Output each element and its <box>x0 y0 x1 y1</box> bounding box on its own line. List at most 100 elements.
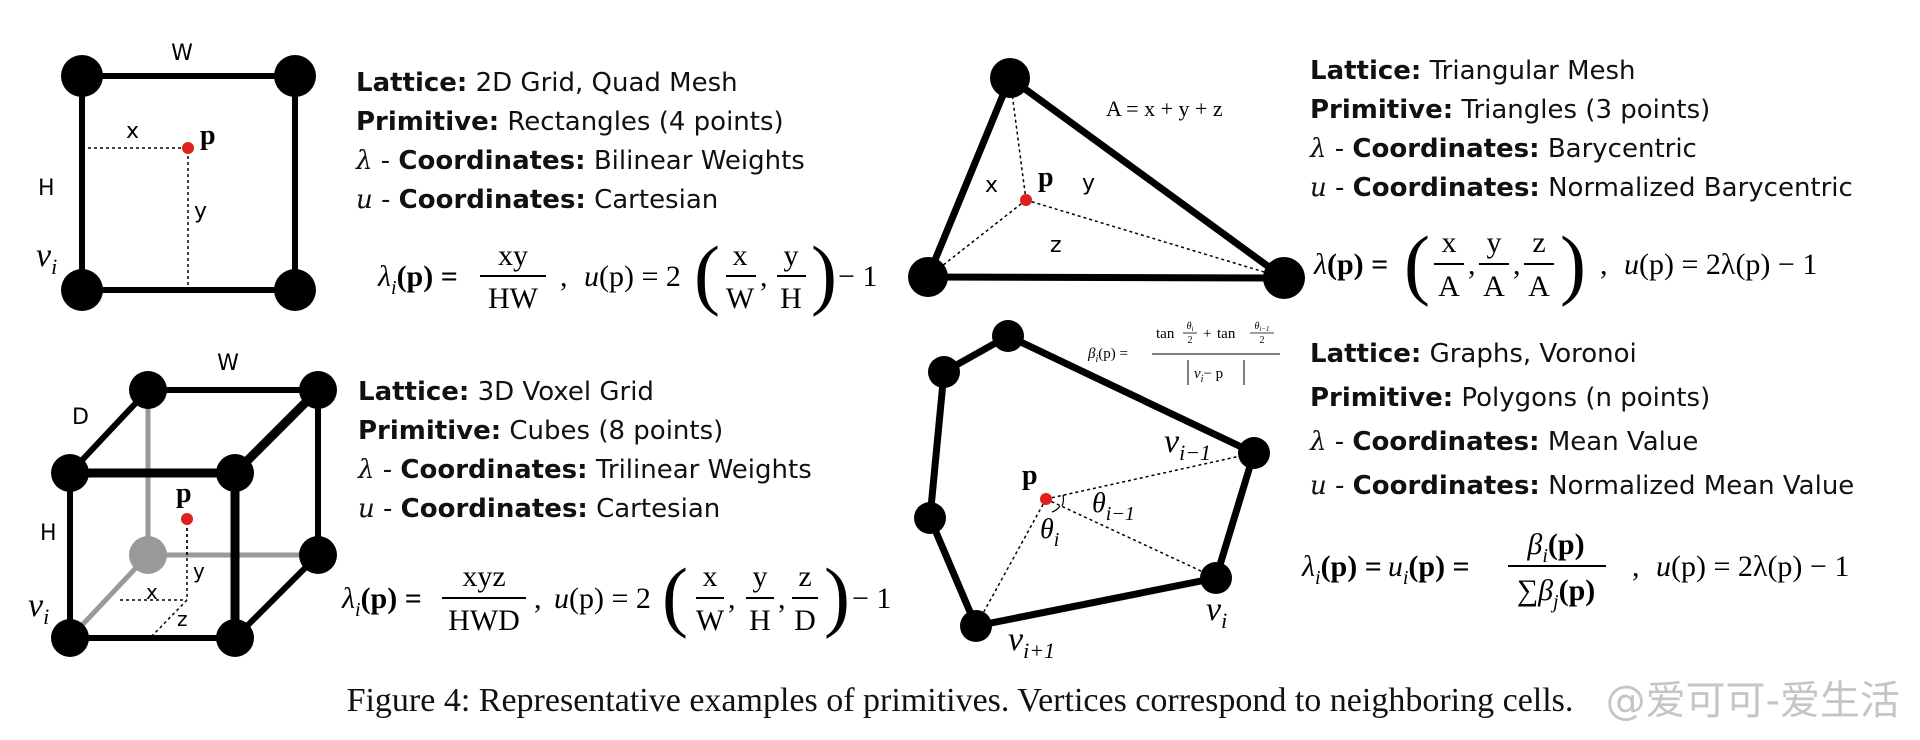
svg-text:,: , <box>778 582 786 615</box>
svg-text:2: 2 <box>1260 335 1265 346</box>
vertex-label: vi <box>36 237 57 279</box>
height-label: H <box>40 521 57 546</box>
lattice-value: Triangular Mesh <box>1429 56 1636 86</box>
u-value: Cartesian <box>596 494 721 524</box>
svg-text:βi(p): βi(p) <box>1526 528 1584 567</box>
width-label: W <box>171 41 193 66</box>
vertex <box>61 55 103 97</box>
panel-3d-voxel-diagram: W D H x y z p vi <box>28 351 337 657</box>
svg-text:λi(p) =: λi(p) = <box>341 582 422 621</box>
vertex <box>61 269 103 311</box>
svg-text:vi− p: vi− p <box>1194 366 1223 385</box>
svg-text:y: y <box>753 560 768 593</box>
svg-text:z: z <box>1532 226 1545 259</box>
svg-text:H: H <box>749 604 771 637</box>
vertex-label-prev: vi−1 <box>1164 423 1211 465</box>
vertex <box>51 619 89 657</box>
vertex <box>928 356 960 388</box>
svg-text:y: y <box>784 239 799 272</box>
query-point <box>1020 194 1032 206</box>
panel-2d-description: Lattice: 2D Grid, Quad Mesh Primitive: R… <box>356 68 805 215</box>
height-label: H <box>38 176 55 201</box>
svg-text:u(p) = 2λ(p) − 1: u(p) = 2λ(p) − 1 <box>1656 550 1849 583</box>
x-label: x <box>146 580 158 604</box>
lambda-value: Bilinear Weights <box>593 146 805 176</box>
svg-text:∑βj(p): ∑βj(p) <box>1517 574 1596 613</box>
u-value: Cartesian <box>594 185 719 215</box>
svg-text:,: , <box>1632 550 1640 583</box>
panel-polygon-description: Lattice: Graphs, Voronoi Primitive: Poly… <box>1310 339 1855 501</box>
vertex <box>960 610 992 642</box>
svg-text:A: A <box>1483 270 1505 303</box>
svg-text:A: A <box>1528 270 1550 303</box>
u-value: Normalized Barycentric <box>1548 173 1853 203</box>
svg-text:(: ( <box>694 230 720 317</box>
svg-text:x: x <box>733 239 748 272</box>
point-label: p <box>1022 460 1038 491</box>
svg-text:u(p) = 2: u(p) = 2 <box>554 582 651 615</box>
primitive-value: Triangles (3 points) <box>1461 95 1711 125</box>
vertex <box>1200 562 1232 594</box>
svg-text:,: , <box>560 260 568 293</box>
svg-text:HW: HW <box>488 282 539 315</box>
theta-current-label: θi <box>1040 514 1059 551</box>
theta-prev-label: θi−1 <box>1092 488 1135 525</box>
svg-text:βi(p) =: βi(p) = <box>1087 346 1128 365</box>
svg-text:xyz: xyz <box>462 560 505 593</box>
query-point <box>182 142 194 154</box>
figure-caption: Figure 4: Representative examples of pri… <box>346 682 1574 719</box>
z-label: z <box>177 607 188 631</box>
panel-2d-grid-diagram: W H x y p vi <box>36 41 316 311</box>
svg-text:,: , <box>1600 248 1608 281</box>
svg-text:x: x <box>1442 226 1457 259</box>
point-label: p <box>176 478 192 509</box>
svg-text:,: , <box>534 582 542 615</box>
primitive-value: Rectangles (4 points) <box>507 107 784 137</box>
lambda-value: Barycentric <box>1547 134 1697 164</box>
vertex <box>908 257 948 297</box>
svg-text:u(p) = 2λ(p) − 1: u(p) = 2λ(p) − 1 <box>1624 248 1817 281</box>
svg-text:u(p) = 2: u(p) = 2 <box>584 260 681 293</box>
panel-polygon-formula: λi(p) =ui(p) = βi(p) ∑βj(p) , u(p) = 2λ(… <box>1301 528 1849 613</box>
svg-text:W: W <box>696 604 725 637</box>
svg-text:W: W <box>726 282 755 315</box>
svg-text:(: ( <box>1404 220 1430 307</box>
svg-text:2: 2 <box>1188 335 1193 346</box>
x-label: x <box>985 173 998 198</box>
panel-triangle-description: Lattice: Triangular Mesh Primitive: Tria… <box>1310 56 1853 203</box>
vertex <box>1263 257 1305 299</box>
vertex <box>1238 437 1270 469</box>
vertex <box>299 371 337 409</box>
y-label: y <box>194 199 207 224</box>
svg-text:tan: tan <box>1217 326 1236 342</box>
panel-2d-formula: λi(p) = xy HW , u(p) = 2 ( x W , y H ) −… <box>377 230 877 317</box>
svg-text:x: x <box>703 560 718 593</box>
query-point <box>181 513 193 525</box>
panel-3d-formula: λi(p) = xyz HWD , u(p) = 2 ( x W , y H ,… <box>341 552 891 639</box>
svg-text:− 1: − 1 <box>838 260 877 293</box>
svg-text:z: z <box>798 560 811 593</box>
watermark: @爱可可-爱生活 <box>1605 678 1900 724</box>
vertex <box>274 55 316 97</box>
primitive-value: Polygons (n points) <box>1461 383 1711 413</box>
svg-text:λ(p) =: λ(p) = <box>1313 248 1388 281</box>
point-label: p <box>1038 162 1054 193</box>
svg-text:y: y <box>1487 226 1502 259</box>
vertex <box>274 269 316 311</box>
panel-triangle-diagram: A = x + y + z x y z p <box>908 58 1305 299</box>
svg-text:,: , <box>760 260 768 293</box>
panel-polygon-diagram: p vi−1 vi vi+1 θi−1 θi βi(p) = tan θi 2 … <box>914 320 1280 663</box>
width-label: W <box>217 351 239 376</box>
svg-text:H: H <box>780 282 802 315</box>
svg-text:D: D <box>794 604 816 637</box>
svg-text:θi−1: θi−1 <box>1254 321 1269 333</box>
z-label: z <box>1050 233 1062 258</box>
svg-text:(: ( <box>662 552 688 639</box>
lattice-value: 2D Grid, Quad Mesh <box>475 68 738 98</box>
svg-text:): ) <box>811 230 837 317</box>
vertex <box>299 536 337 574</box>
triangle-outline <box>924 74 1288 282</box>
hidden-vertex <box>129 536 167 574</box>
svg-text:λi(p) =ui(p) =: λi(p) =ui(p) = <box>1301 550 1470 589</box>
